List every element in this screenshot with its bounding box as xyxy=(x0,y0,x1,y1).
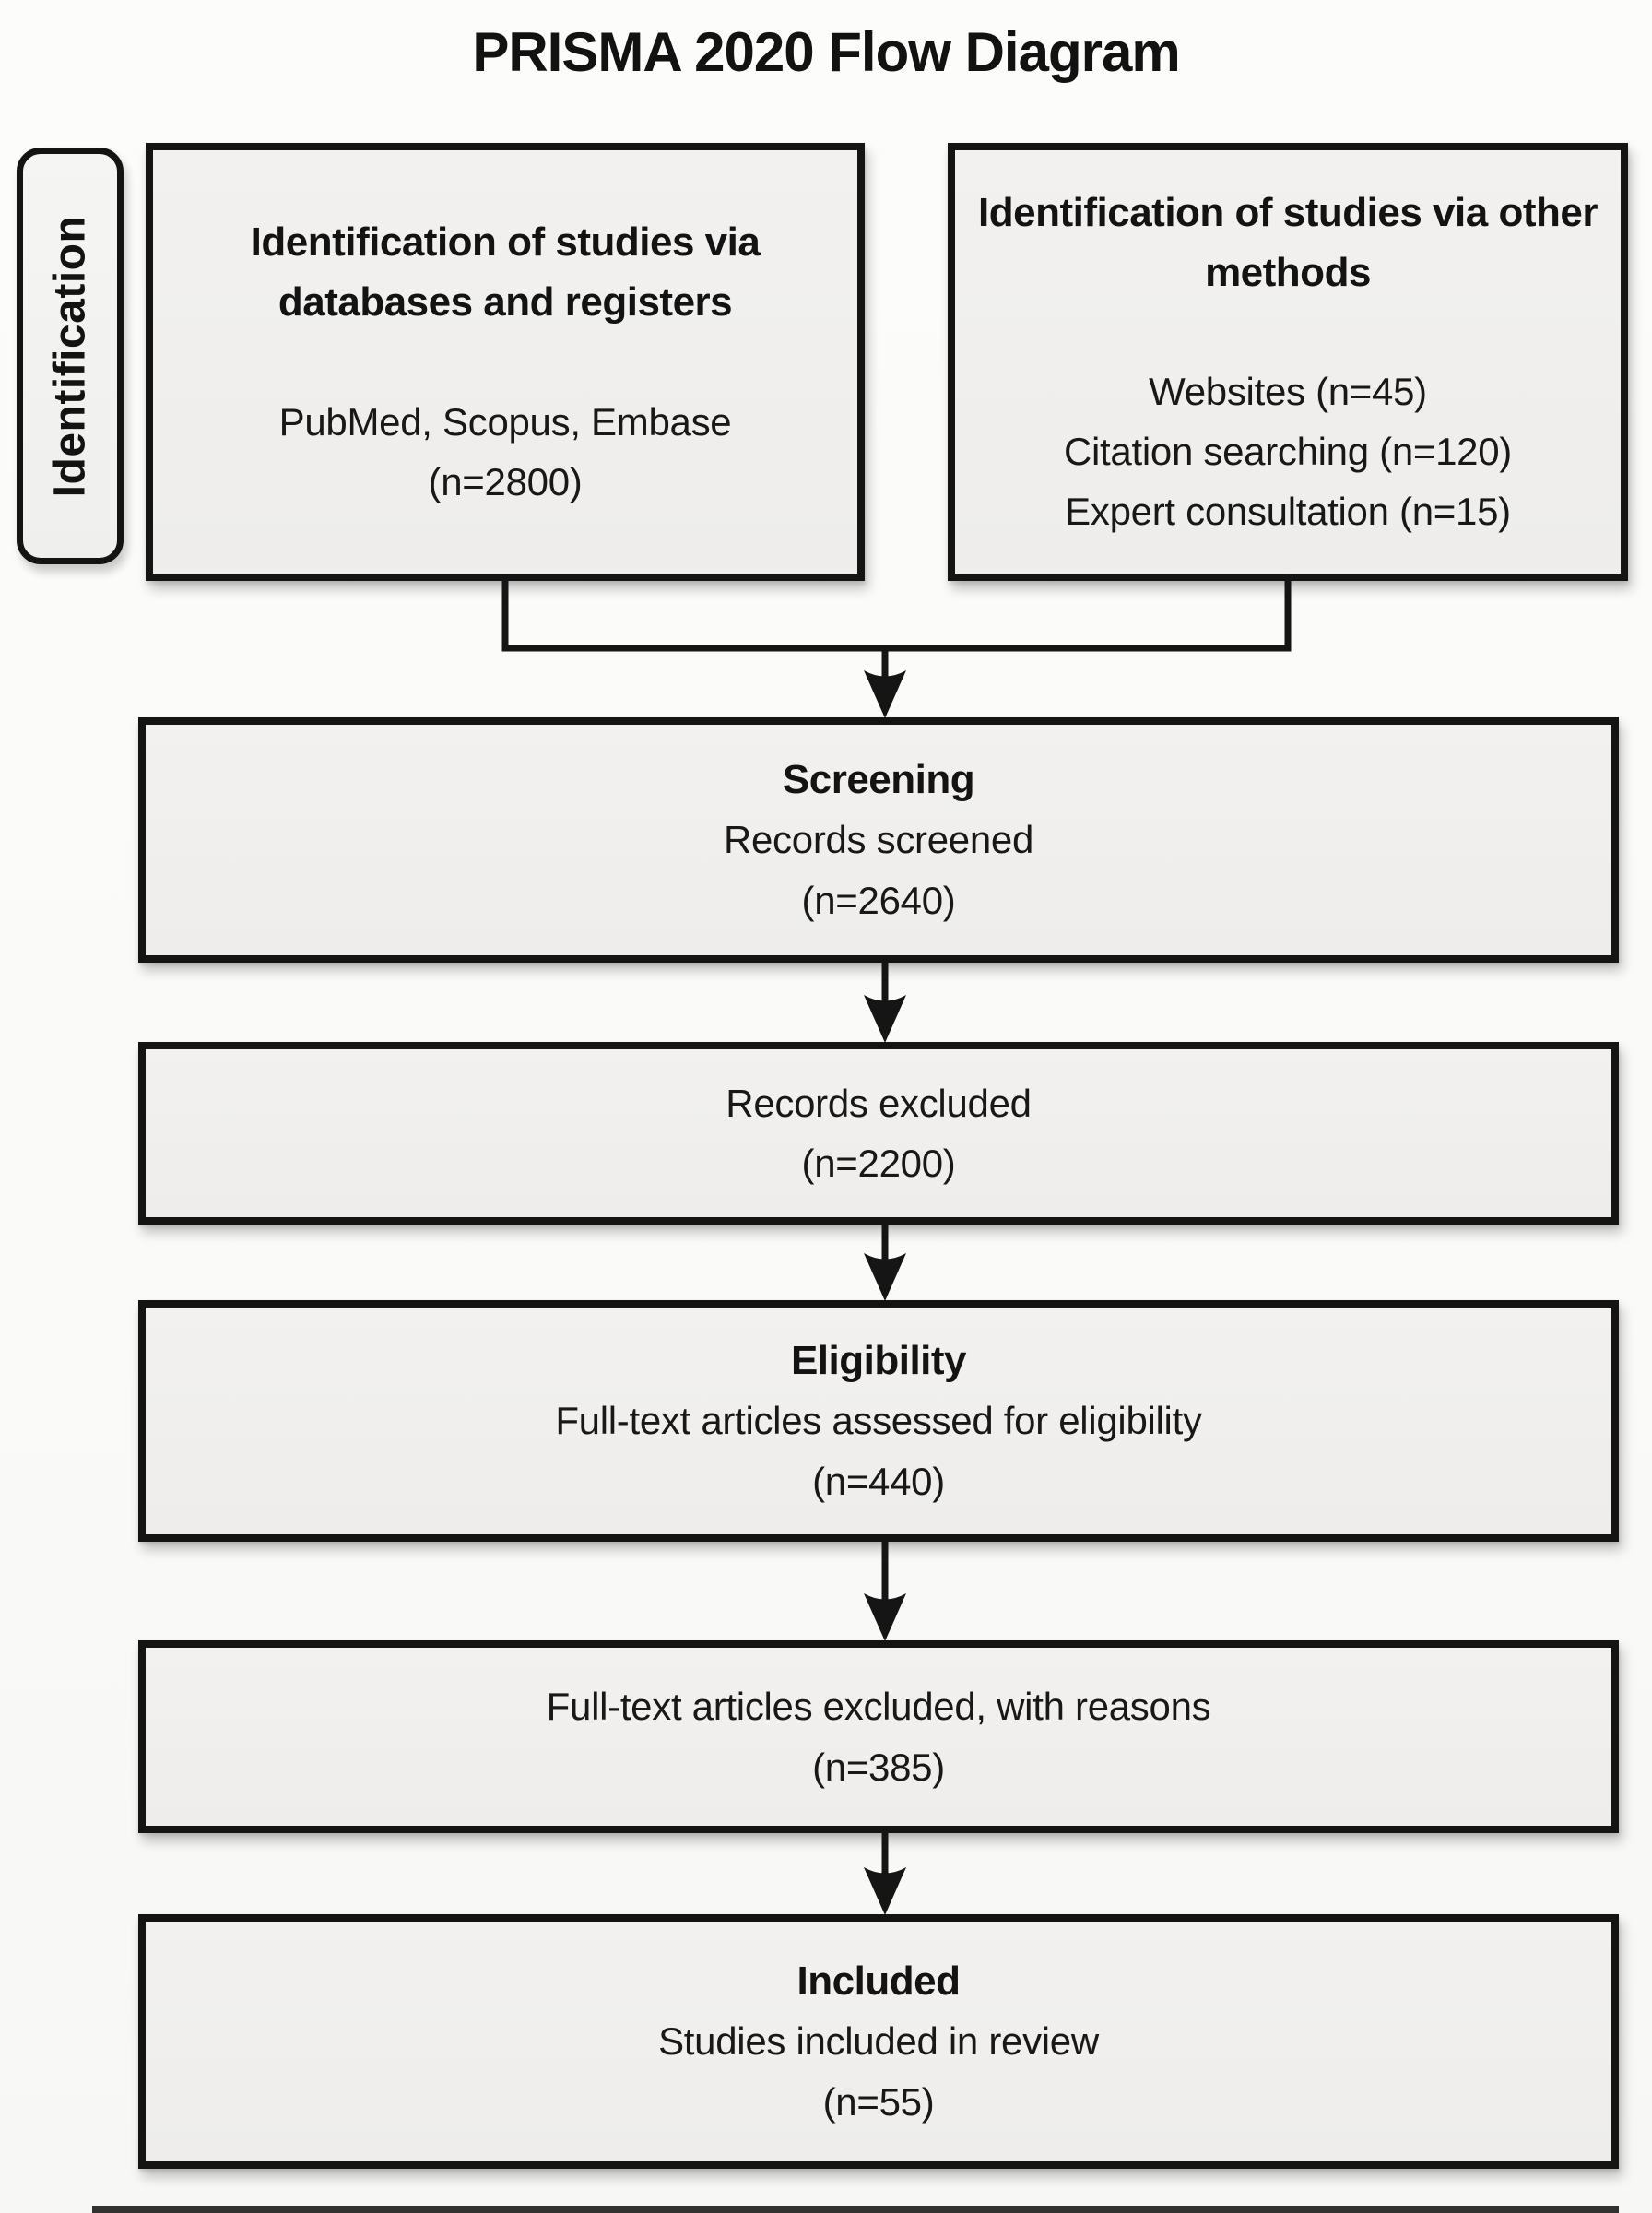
other-methods-citation: Citation searching (n=120) xyxy=(1064,430,1512,474)
arrowhead-included-icon xyxy=(864,1867,906,1915)
fulltext-excluded-line: Full-text articles excluded, with reason… xyxy=(546,1685,1211,1729)
databases-registers-heading: Identification of studies via databases … xyxy=(250,219,761,325)
merge-bracket-line xyxy=(502,574,1292,652)
screening-heading: Screening xyxy=(782,757,975,803)
records-excluded-line: Records excluded xyxy=(726,1081,1032,1125)
records-excluded-count: (n=2200) xyxy=(801,1142,956,1185)
screening-line: Records screened xyxy=(723,818,1034,862)
arrowhead-eligibility-icon xyxy=(864,1253,906,1301)
cropped-box-top-edge xyxy=(92,2206,1619,2213)
databases-registers-box: Identification of studies via databases … xyxy=(146,143,865,581)
fulltext-excluded-box: Full-text articles excluded, with reason… xyxy=(138,1640,1619,1833)
arrowhead-records-excluded-icon xyxy=(864,995,906,1043)
other-methods-expert: Expert consultation (n=15) xyxy=(1065,490,1511,534)
eligibility-box: Eligibility Full-text articles assessed … xyxy=(138,1300,1619,1542)
eligibility-line: Full-text articles assessed for eligibil… xyxy=(555,1399,1202,1443)
records-excluded-box: Records excluded (n=2200) xyxy=(138,1042,1619,1225)
eligibility-count: (n=440) xyxy=(812,1459,945,1503)
databases-registers-sources: PubMed, Scopus, Embase xyxy=(278,399,732,444)
identification-stage-label: Identification xyxy=(45,215,95,497)
arrowhead-screening-icon xyxy=(864,670,906,718)
included-box: Included Studies included in review (n=5… xyxy=(138,1914,1619,2169)
screening-box: Screening Records screened (n=2640) xyxy=(138,717,1619,963)
databases-registers-count: (n=2800) xyxy=(428,459,583,503)
fulltext-excluded-count: (n=385) xyxy=(812,1745,945,1789)
other-methods-heading: Identification of studies via other meth… xyxy=(978,189,1598,295)
included-line: Studies included in review xyxy=(658,2019,1099,2064)
identification-stage-sidebar: Identification xyxy=(17,148,124,564)
arrowhead-fulltext-excluded-icon xyxy=(864,1593,906,1641)
other-methods-box: Identification of studies via other meth… xyxy=(948,143,1628,581)
screening-count: (n=2640) xyxy=(801,878,956,922)
other-methods-websites: Websites (n=45) xyxy=(1149,369,1427,413)
eligibility-heading: Eligibility xyxy=(790,1338,967,1384)
included-count: (n=55) xyxy=(822,2079,935,2124)
included-heading: Included xyxy=(796,1959,961,2005)
diagram-title: PRISMA 2020 Flow Diagram xyxy=(472,21,1180,83)
